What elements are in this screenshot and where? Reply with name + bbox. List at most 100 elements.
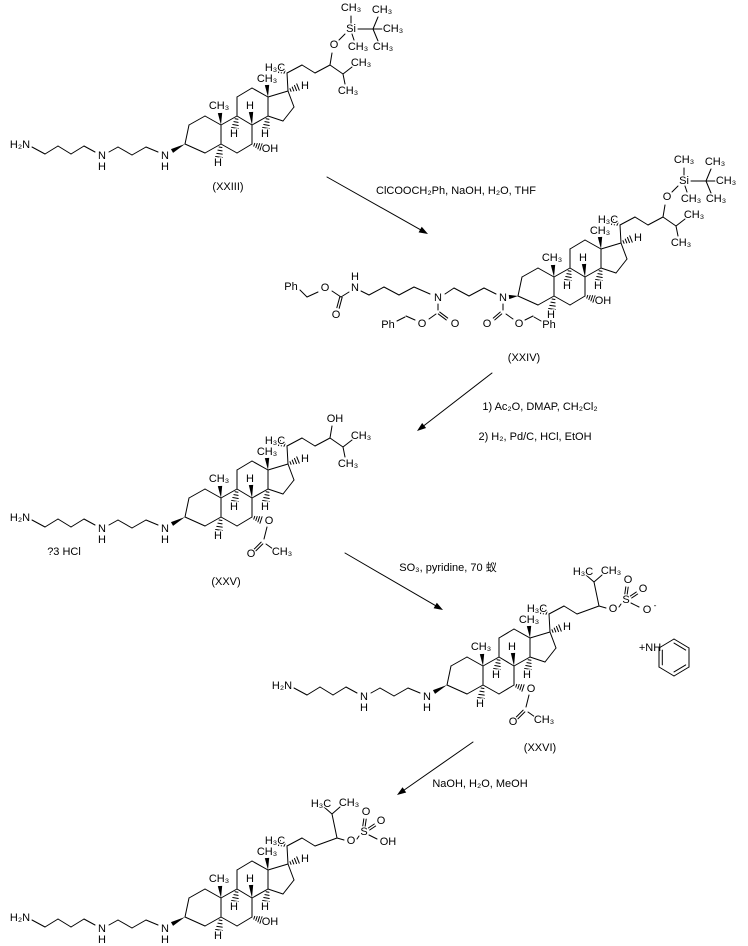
- hash-bond-tick: [215, 155, 223, 159]
- bond: [517, 711, 526, 720]
- atom-label-h: H: [214, 157, 222, 169]
- bond: [336, 296, 341, 309]
- atom-label-o: O: [247, 548, 256, 560]
- wedge-bond: [432, 685, 447, 694]
- bond: [619, 216, 636, 226]
- arrow-shaft: [403, 741, 474, 791]
- bond: [342, 439, 353, 448]
- atom-label-h3c: H₃C: [527, 603, 547, 615]
- bond: [517, 276, 523, 297]
- bond: [44, 918, 59, 928]
- atom-label-h: H: [261, 128, 269, 140]
- bond: [396, 316, 406, 322]
- atom-label-h: H: [230, 901, 238, 913]
- atom-label-h2n: H₂N: [10, 512, 30, 524]
- bond: [204, 916, 222, 927]
- bond: [492, 311, 501, 319]
- wedge-bond: [581, 263, 587, 277]
- hash-bond-tick: [259, 516, 263, 524]
- bond: [282, 879, 295, 895]
- hash-bond-tick: [291, 459, 295, 465]
- bond: [236, 488, 253, 499]
- bond: [314, 437, 331, 447]
- atom-label-ch3: CH₃: [257, 846, 277, 858]
- atom-label-oh: OH: [380, 836, 397, 848]
- bond: [549, 631, 557, 649]
- atom-label-h: H: [246, 473, 254, 485]
- atom-label-h3c: H₃C: [265, 62, 285, 74]
- hash-bond-tick: [283, 843, 286, 847]
- wedge-bond: [248, 884, 254, 898]
- bond: [286, 837, 303, 847]
- bond: [342, 73, 346, 85]
- hash-bond-tick: [592, 295, 596, 303]
- atom-label-h3c: H₃C: [598, 214, 618, 226]
- atom-label-ch3: CH₃: [471, 641, 491, 653]
- bond: [286, 445, 289, 465]
- wedge-bond: [479, 653, 485, 666]
- atom-label-o: O: [527, 683, 536, 695]
- wedge-bond: [510, 652, 516, 666]
- hash-bond-tick: [217, 922, 223, 925]
- atom-label-minus: -: [654, 600, 657, 610]
- atom-label-n: N: [98, 523, 106, 535]
- atom-label-s: S: [622, 594, 629, 606]
- bond: [360, 290, 370, 296]
- hash-bond-tick: [277, 839, 282, 847]
- bond: [204, 516, 222, 527]
- atom-label-ch3: CH₃: [341, 2, 361, 14]
- bond: [267, 888, 284, 895]
- bond: [364, 818, 367, 827]
- bond: [287, 463, 295, 481]
- atom-label-n: N: [98, 150, 106, 162]
- bond: [362, 818, 365, 827]
- hash-bond-tick: [233, 894, 239, 896]
- atom-label-h2n: H₂N: [272, 680, 292, 692]
- atom-label-n: N: [423, 691, 431, 703]
- hash-bond-tick: [495, 662, 501, 664]
- arrow-head: [433, 602, 443, 610]
- bond: [188, 488, 206, 499]
- bond: [251, 860, 269, 871]
- bond: [184, 497, 190, 518]
- bond: [466, 684, 484, 695]
- bond: [517, 295, 539, 306]
- bond: [368, 286, 385, 296]
- bond: [236, 115, 253, 126]
- atom-label-n: N: [161, 923, 169, 935]
- arrow-head: [397, 787, 407, 795]
- atom-label-ch3: CH₃: [372, 4, 392, 16]
- bond: [405, 315, 416, 321]
- atom-label-o: O: [609, 603, 618, 615]
- hash-bond-tick: [262, 899, 270, 903]
- hash-bond-tick: [624, 238, 628, 244]
- bond: [569, 239, 586, 250]
- bond: [340, 291, 350, 298]
- hash-bond-tick: [253, 142, 256, 147]
- bond: [705, 180, 712, 194]
- atom-label-ch3: CH₃: [257, 73, 277, 85]
- hash-bond-tick: [259, 143, 263, 151]
- bond: [407, 687, 421, 694]
- hash-bond-tick: [262, 126, 270, 130]
- compound-label-xxvi: (XXVI): [524, 742, 556, 754]
- atom-label-ch3: CH₃: [519, 614, 539, 626]
- bond: [647, 216, 664, 226]
- wedge-bond: [550, 264, 556, 277]
- hash-bond-tick: [555, 625, 560, 633]
- bond: [204, 143, 222, 154]
- atom-label-h2n: H₂N: [10, 912, 30, 924]
- hash-bond-tick: [545, 611, 548, 615]
- bond: [482, 684, 500, 695]
- hash-bond-tick: [526, 662, 532, 664]
- atom-label-o: O: [418, 318, 427, 330]
- atom-label-ch3: CH₃: [339, 797, 359, 809]
- bond: [662, 204, 666, 218]
- bond: [336, 837, 345, 841]
- bond: [204, 115, 222, 126]
- hash-bond-tick: [539, 607, 544, 615]
- bond: [220, 488, 238, 499]
- hash-bond-tick: [289, 861, 292, 865]
- bond: [267, 863, 289, 871]
